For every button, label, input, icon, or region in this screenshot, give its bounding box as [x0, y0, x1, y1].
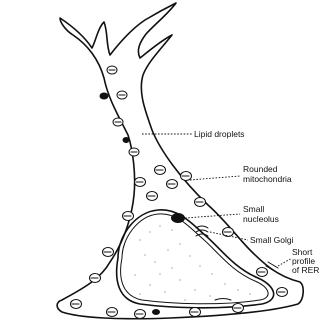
mitochondrion [71, 300, 82, 309]
mitochondrion [195, 198, 206, 207]
mitochondrion [103, 248, 114, 257]
mitochondrion [257, 268, 268, 277]
label-small-nucleolus-line1: Small [243, 204, 264, 214]
label-short-profile-rer-line3: of RER [292, 265, 319, 275]
nuclear-envelope-inner [121, 214, 269, 304]
golgi-apparatus [196, 226, 208, 236]
label-small-nucleolus-line2: nucleolus [243, 214, 279, 224]
mitochondrion [123, 212, 134, 221]
mitochondrion [147, 192, 158, 201]
mitochondrion [107, 308, 118, 317]
mitochondrion [135, 310, 146, 319]
mitochondrion [129, 148, 139, 156]
mitochondrion [113, 118, 123, 126]
mitochondrion [181, 172, 192, 181]
mitochondrion [155, 166, 166, 175]
mitochondrion [107, 66, 117, 74]
nuclear-envelope-outer [117, 210, 274, 308]
mitochondrion [223, 228, 234, 237]
nucleolus [171, 213, 185, 223]
mitochondrion [233, 304, 244, 313]
label-rounded-mitochondria-line2: mitochondria [243, 174, 292, 184]
mitochondrion [117, 91, 127, 99]
mitochondrion [135, 178, 146, 187]
mitochondrion [277, 288, 288, 297]
label-rounded-mitochondria-line1: Rounded [243, 164, 278, 174]
mitochondrion [90, 274, 101, 283]
label-lipid-droplets: Lipid droplets [194, 129, 245, 139]
mitochondrion [190, 308, 201, 317]
mitochondrion [167, 180, 178, 189]
label-small-golgi: Small Golgi [250, 235, 294, 245]
